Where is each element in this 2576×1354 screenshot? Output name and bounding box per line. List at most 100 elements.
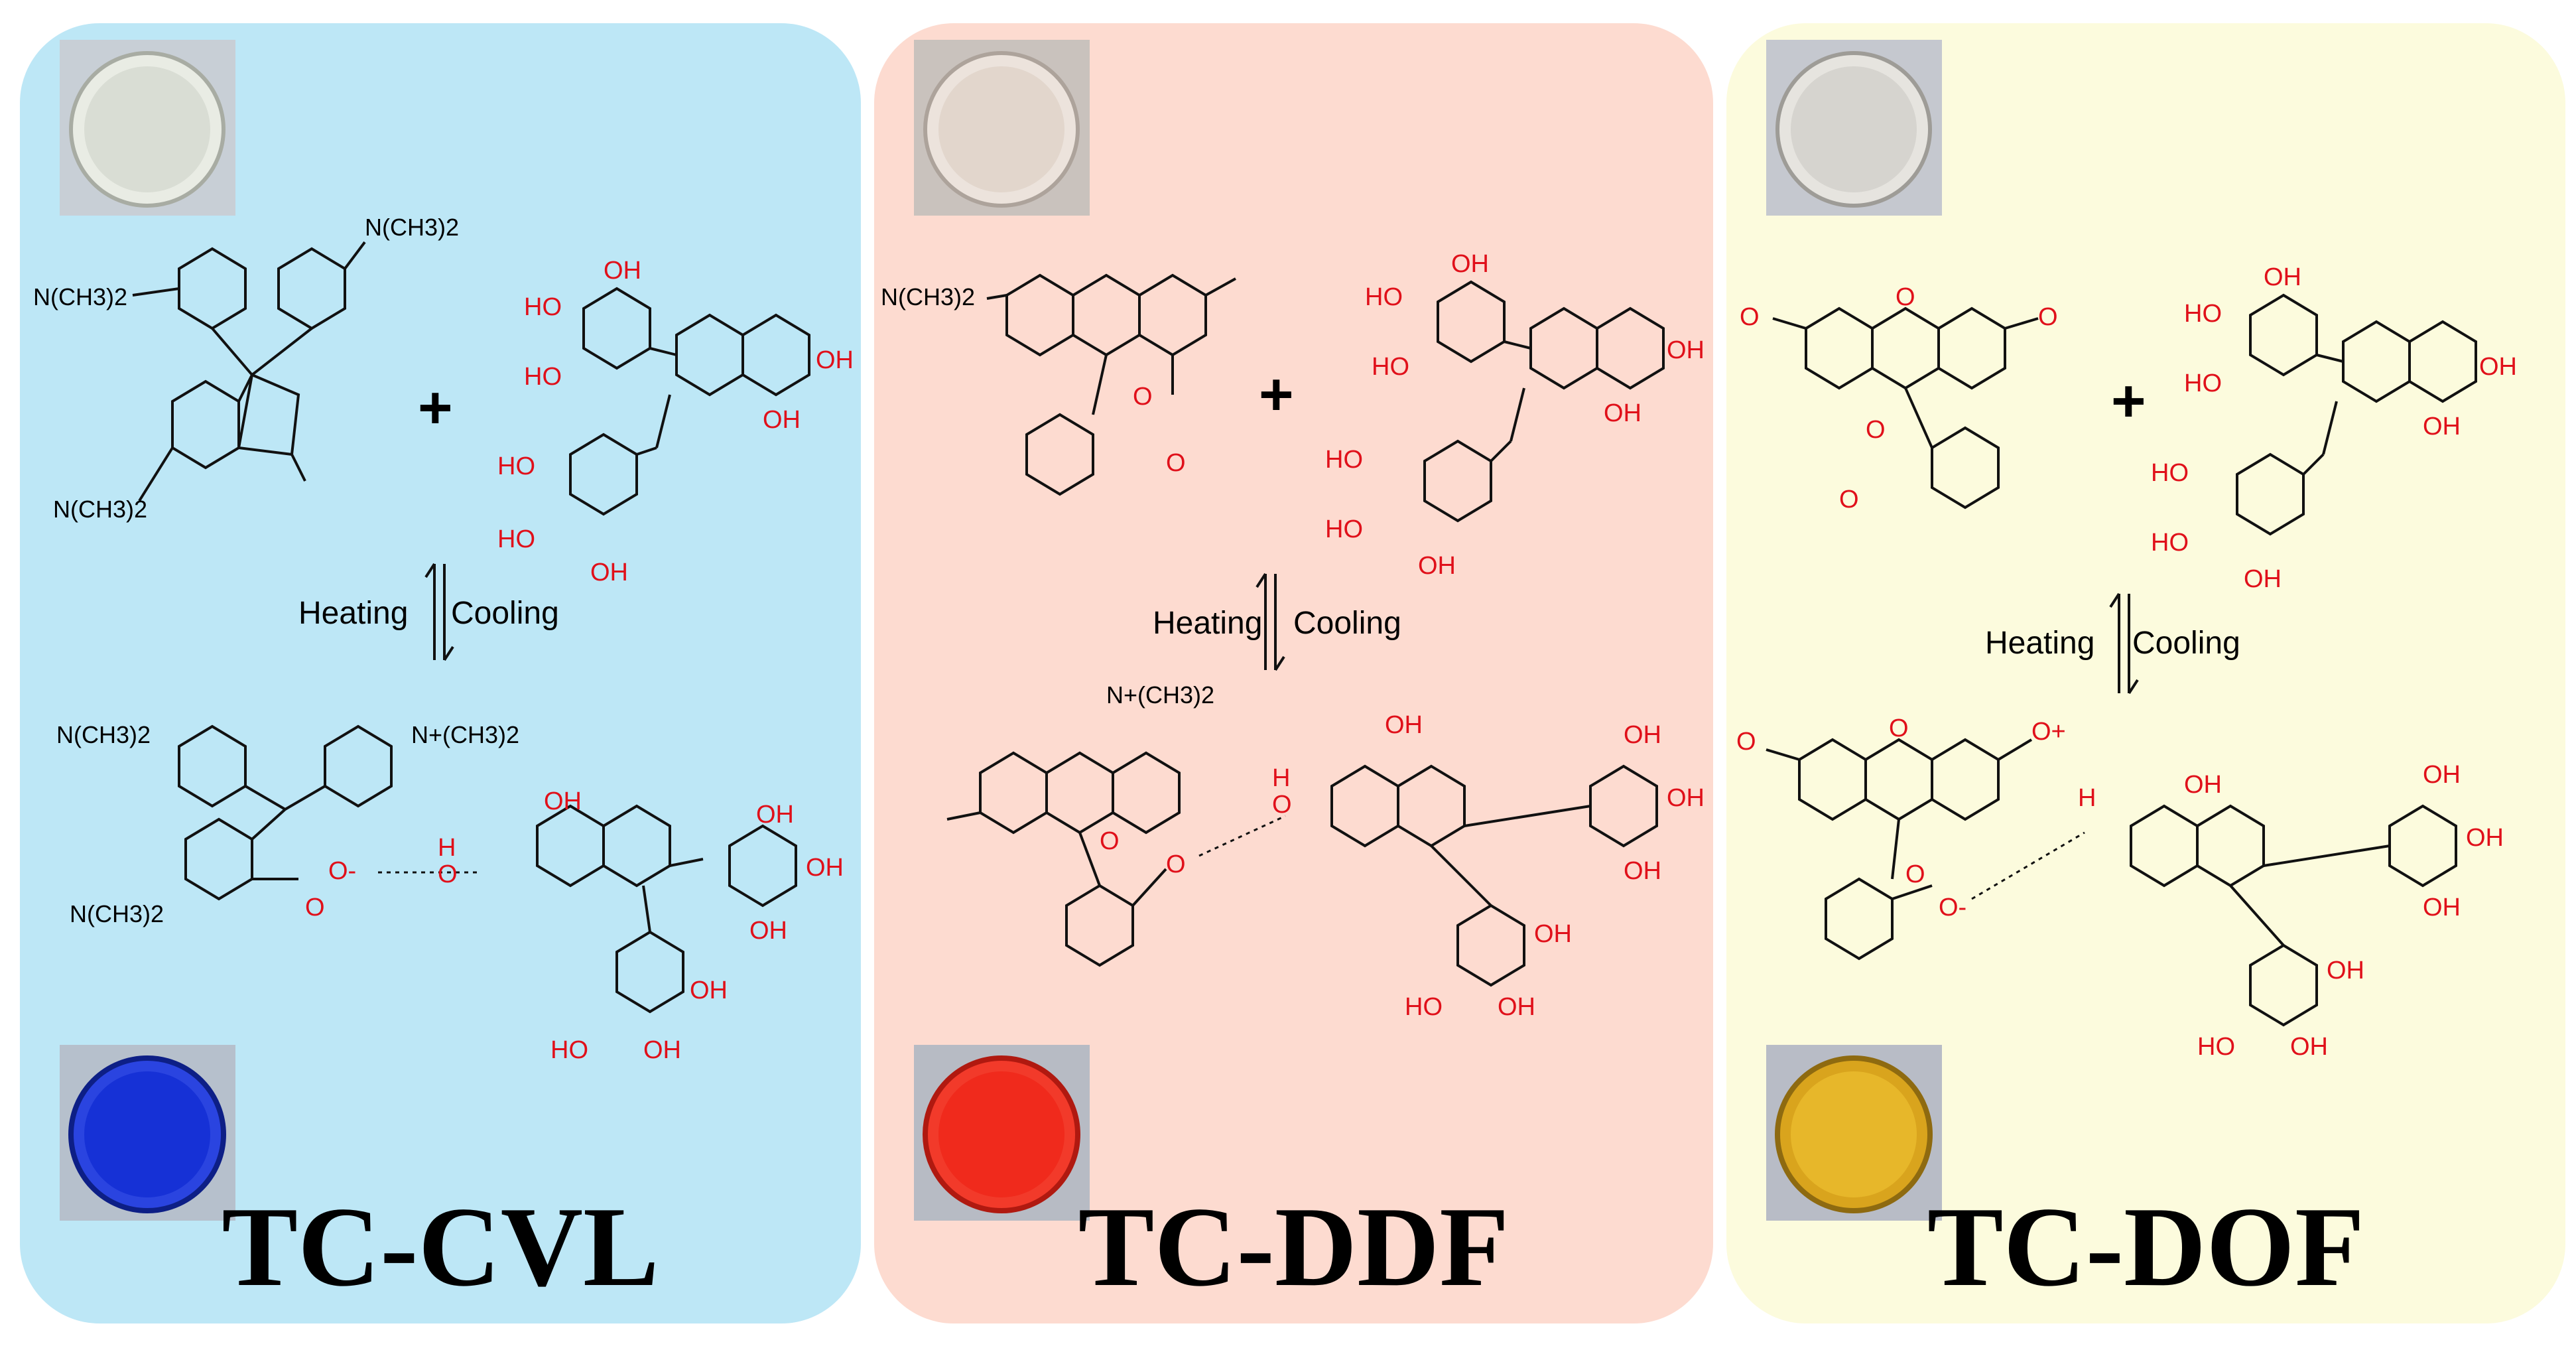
product-oh-2: OH <box>2423 761 2461 789</box>
product-oh-6: OH <box>643 1036 681 1064</box>
tannin-structure <box>2236 293 2477 536</box>
product-ho-1: HO <box>2197 1033 2235 1061</box>
equilibrium-arrow <box>1256 573 1285 671</box>
heating-label: Heating <box>1985 626 2094 661</box>
tannin-label-6: HO <box>1325 446 1363 474</box>
amine-label-2: N(CH3)2 <box>365 214 459 241</box>
product-oh-3: OH <box>806 854 844 882</box>
tannin-label-5: OH <box>1604 399 1642 427</box>
colored-complex-structure <box>946 751 1658 987</box>
tannin-label-7: HO <box>2151 529 2189 557</box>
lactone-o-label: O <box>1133 383 1153 411</box>
panel-title-tc-ddf: TC-DDF <box>1078 1184 1510 1310</box>
product-oh-3: OH <box>1667 784 1705 812</box>
hydroxyl-oxygen-label: O <box>1272 791 1292 819</box>
amine-label-3: N(CH3)2 <box>53 496 147 523</box>
tannin-label-2: HO <box>2184 300 2222 328</box>
carboxylate-label: O <box>1166 850 1186 878</box>
cooling-label: Cooling <box>1293 606 1401 641</box>
leuco-dye-structure <box>986 273 1236 496</box>
tannin-label-3: HO <box>524 363 562 391</box>
petri-dish-colorless <box>1766 40 1942 216</box>
equilibrium-arrow <box>424 563 454 661</box>
iminium-label: N+(CH3)2 <box>411 721 519 748</box>
tannin-structure <box>1423 280 1665 523</box>
hydrogen-label: H <box>438 834 456 862</box>
hydrogen-label: H <box>1272 764 1290 792</box>
tannin-structure <box>569 287 810 516</box>
panel-tc-cvl: N(CH3)2 N(CH3)2 N(CH3)2 + OH HO HO OH OH… <box>20 23 861 1323</box>
plus-sign: + <box>1259 362 1294 428</box>
tannin-label-5: OH <box>2423 413 2461 440</box>
panel-title-tc-cvl: TC-CVL <box>222 1184 659 1310</box>
product-oh-5: OH <box>690 977 728 1004</box>
amine-label-4: N(CH3)2 <box>56 721 151 748</box>
tannin-label-4: OH <box>2479 353 2517 381</box>
amine-label: N(CH3)2 <box>881 283 975 310</box>
tannin-label-1: OH <box>604 257 641 285</box>
product-oh-1: OH <box>544 787 582 815</box>
product-oh-1: OH <box>2184 771 2222 799</box>
tannin-label-3: HO <box>2184 370 2222 397</box>
heating-label: Heating <box>298 596 408 631</box>
tannin-label-2: HO <box>1365 283 1403 311</box>
carbonyl-label: O <box>1905 860 1925 888</box>
carbonyl-o-label: O <box>1166 449 1186 477</box>
product-ho-1: HO <box>1405 993 1443 1021</box>
tannin-label-4: OH <box>816 346 854 374</box>
carboxylate-label: O- <box>1939 894 1966 921</box>
tannin-label-6: HO <box>497 452 535 480</box>
product-oh-4: OH <box>1624 857 1661 885</box>
colored-complex-structure <box>1766 738 2457 1027</box>
panel-tc-dof: O O O O O + OH HO HO OH OH HO HO OH Heat… <box>1726 23 2565 1323</box>
product-oh-2: OH <box>1624 721 1661 749</box>
product-oh-4: OH <box>749 917 787 945</box>
petri-dish-colorless <box>914 40 1090 216</box>
tannin-label-8: OH <box>2244 565 2282 593</box>
tannin-label-3: HO <box>1372 353 1409 381</box>
tannin-label-1: OH <box>1451 250 1489 278</box>
carboxylate-label: O- <box>328 857 356 885</box>
reaction-scheme-cvl: N(CH3)2 N(CH3)2 N(CH3)2 + OH HO HO OH OH… <box>33 214 854 1064</box>
tannin-label-2: HO <box>524 293 562 321</box>
oxonium-label: O+ <box>2031 718 2066 746</box>
reaction-scheme-ddf: N(CH3)2 O O + OH HO HO OH OH HO HO OH He… <box>881 250 1705 1021</box>
product-oh-4: OH <box>2423 894 2461 921</box>
petri-dish-colorless <box>60 40 235 216</box>
xanthene-o-label: O <box>1889 714 1909 742</box>
tannin-label-5: OH <box>763 406 801 434</box>
plus-sign: + <box>418 375 453 441</box>
methoxy-o-label: O <box>1736 728 1756 756</box>
carbonyl-label: O <box>1100 827 1120 855</box>
product-oh-5: OH <box>2327 957 2364 984</box>
methoxy-o-label-1: O <box>1740 303 1760 331</box>
colored-complex-structure <box>178 724 797 1014</box>
tannin-label-1: OH <box>2264 263 2301 291</box>
carbonyl-o-label: O <box>1839 486 1859 513</box>
tannin-label-6: HO <box>2151 459 2189 487</box>
reaction-scheme-dof: O O O O O + OH HO HO OH OH HO HO OH Heat… <box>1736 263 2517 1061</box>
xanthene-o-label: O <box>1896 283 1915 311</box>
product-oh-3: OH <box>2466 824 2504 852</box>
amine-label-1: N(CH3)2 <box>33 283 127 310</box>
hydroxyl-oxygen-label: O <box>438 860 458 888</box>
product-oh-1: OH <box>1385 711 1423 739</box>
cooling-label: Cooling <box>451 596 559 631</box>
product-oh-6: OH <box>1498 993 1535 1021</box>
panel-title-tc-dof: TC-DOF <box>1927 1184 2365 1310</box>
petri-dish-yellow <box>1766 1045 1942 1221</box>
product-oh-5: OH <box>1534 920 1572 948</box>
equilibrium-arrow <box>2109 592 2139 695</box>
plus-sign: + <box>2111 368 2146 435</box>
tannin-label-8: OH <box>590 559 628 586</box>
amine-label-5: N(CH3)2 <box>70 900 164 927</box>
hydrogen-label: H <box>2078 784 2096 812</box>
carbonyl-label: O <box>305 894 325 921</box>
petri-dish-red <box>914 1045 1090 1221</box>
tannin-label-7: HO <box>1325 515 1363 543</box>
leuco-dye-structure <box>1772 306 2039 509</box>
tannin-label-8: OH <box>1418 552 1456 580</box>
cooling-label: Cooling <box>2132 626 2240 661</box>
lactone-o-label: O <box>1866 416 1886 444</box>
product-oh-2: OH <box>756 801 794 829</box>
